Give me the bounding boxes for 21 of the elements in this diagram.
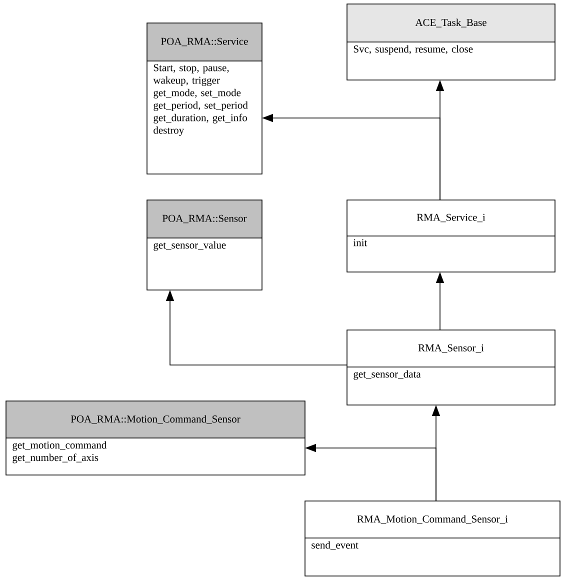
member-list: send_event [312, 541, 358, 550]
member-list: get_sensor_value [154, 241, 226, 251]
class-name: ACE_Task_Base [415, 18, 486, 28]
class-name: POA_RMA::Service [161, 38, 248, 46]
member-list: Start, stop, pause, wakeup, trigger get_mode, set_mode get_period, set_period get_duration, get_info destroy [153, 64, 248, 136]
member-list: Svc, suspend, resume, close [354, 45, 473, 55]
class-box [6, 400, 306, 476]
class-name: RMA_Service_i [416, 214, 486, 222]
class-name: POA_RMA::Sensor [162, 214, 247, 224]
class-box [346, 330, 556, 406]
class-name: POA_RMA::Motion_Command_Sensor [70, 415, 240, 424]
member-list: get_motion_command get_number_of_axis [12, 441, 107, 464]
class-box [346, 200, 556, 272]
class-name: RMA_Sensor_i [418, 344, 484, 353]
class-box [346, 4, 556, 80]
member-list: init [353, 239, 368, 246]
class-name: RMA_Motion_Command_Sensor_i [357, 515, 508, 524]
member-list: get_sensor_data [354, 370, 421, 380]
class-box [146, 22, 262, 174]
class-box [304, 500, 560, 576]
class-box [146, 200, 262, 290]
